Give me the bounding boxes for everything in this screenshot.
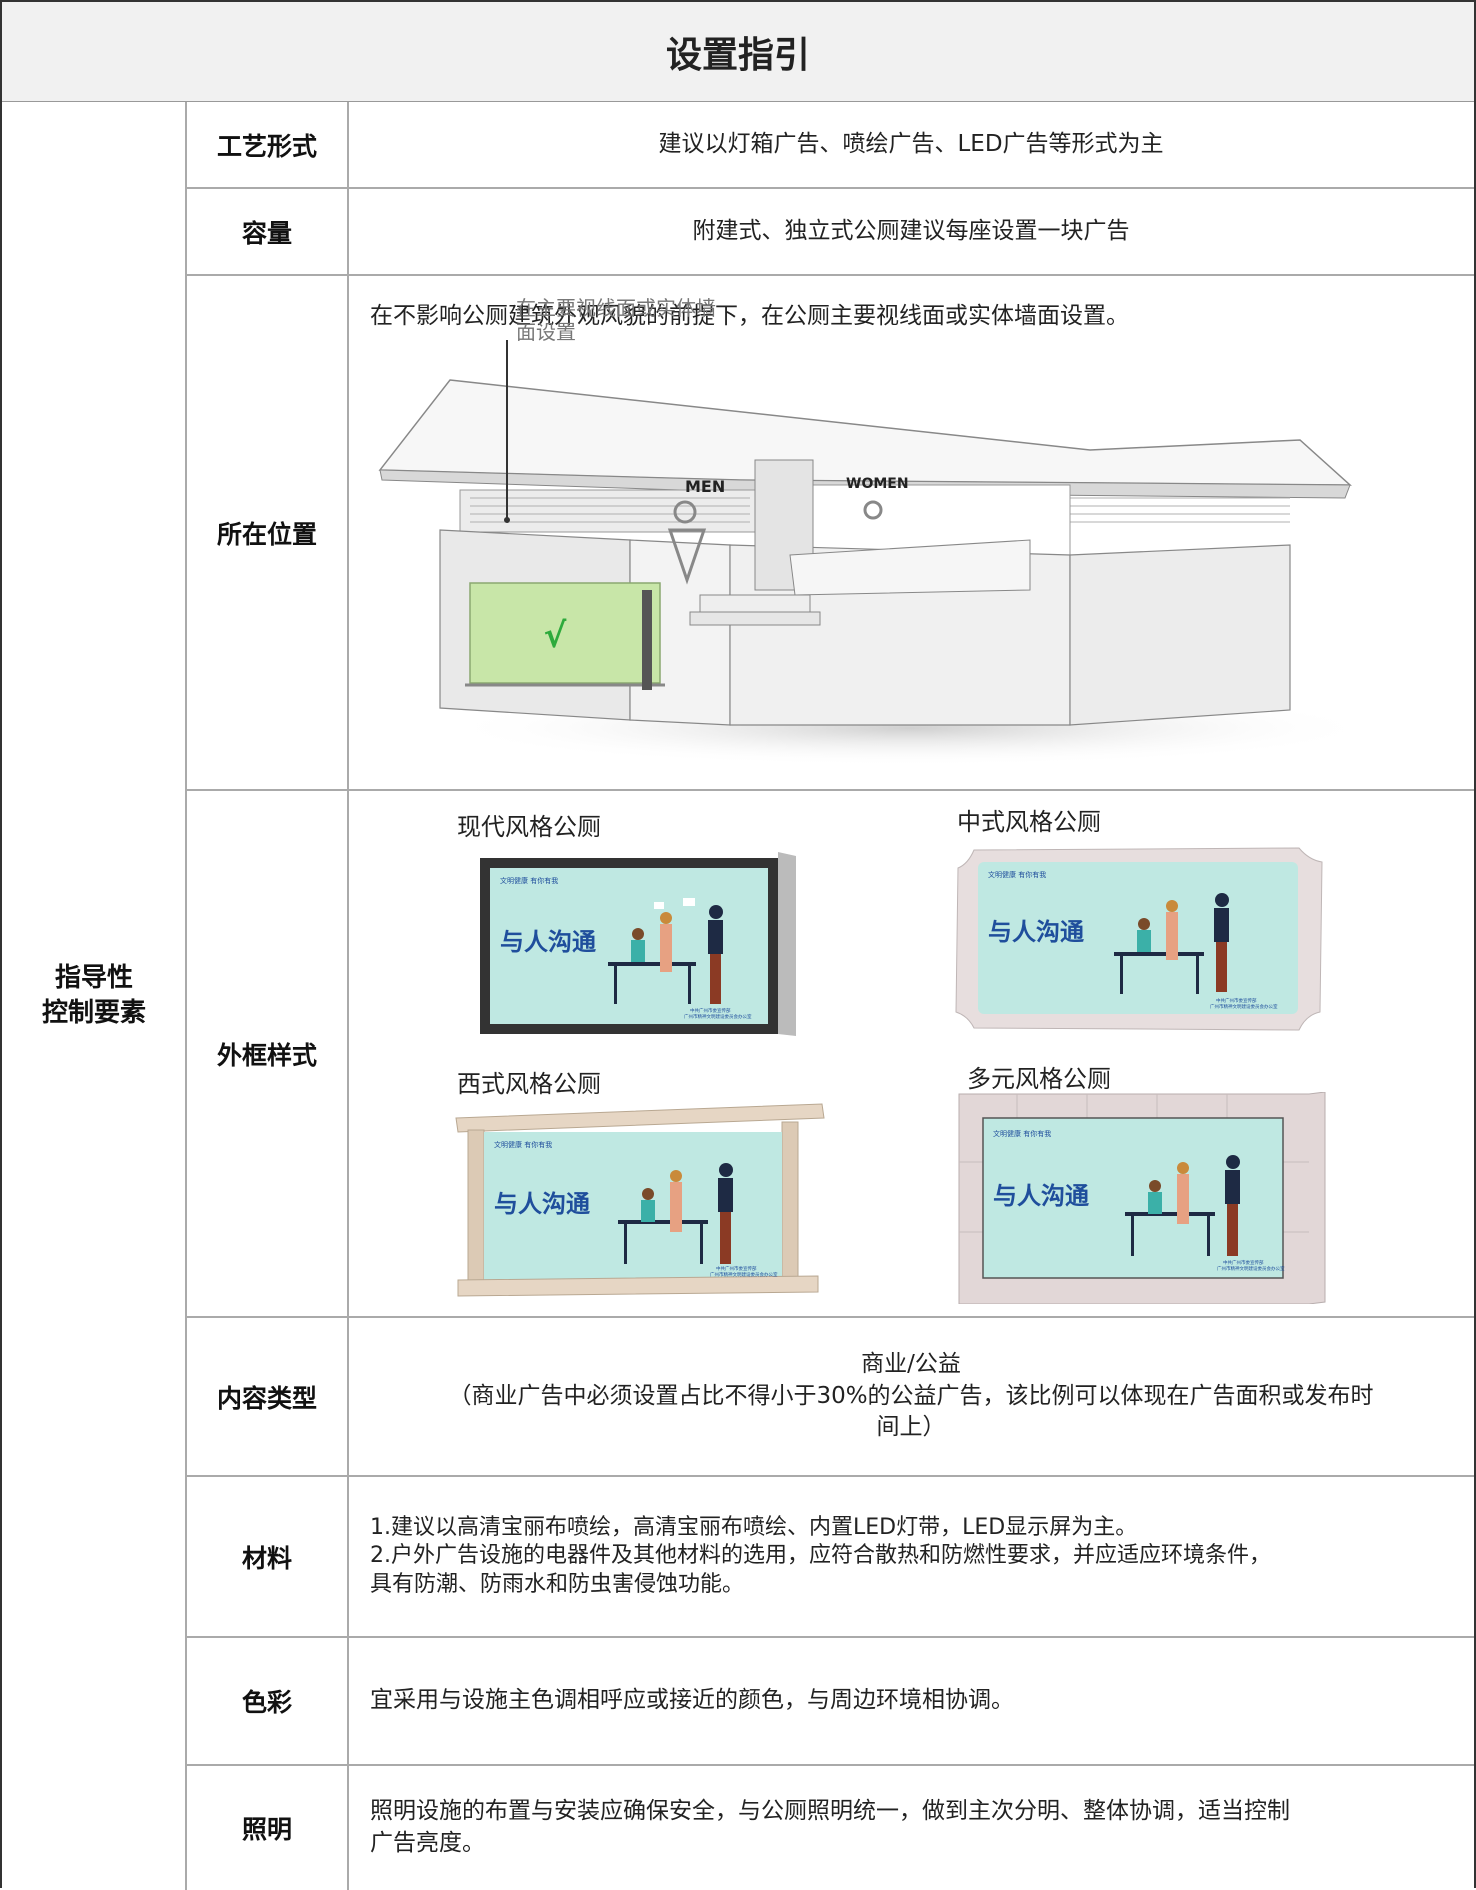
billboard-top-text: 文明健康 有你有我 — [500, 876, 558, 885]
group-label-line1: 指导性 — [54, 962, 133, 993]
row-label-frame: 外框样式 — [216, 1040, 317, 1070]
frame-caption-western: 西式风格公厕 — [457, 1070, 601, 1098]
content-type-line2: （商业广告中必须设置占比不得小于30%的公益广告，该比例可以体现在广告面积或发布… — [448, 1382, 1374, 1409]
row-content-color: 宜采用与设施主色调相呼应或接近的颜色，与周边环境相协调。 — [370, 1687, 1014, 1714]
billboard-footer-line2: 广州市精神文明建设委员会办公室 — [1217, 1265, 1285, 1272]
material-line2: 2.户外广告设施的电器件及其他材料的选用，应符合散热和防燃性要求，并应适应环境条… — [370, 1543, 1271, 1569]
lighting-line1: 照明设施的布置与安装应确保安全，与公厕照明统一，做到主次分明、整体协调，适当控制 — [370, 1797, 1290, 1824]
content-type-line1: 商业/公益 — [861, 1350, 961, 1377]
callout-line2: 面设置 — [516, 320, 576, 344]
divider — [186, 1636, 1474, 1638]
frame-caption-diverse: 多元风格公厕 — [967, 1065, 1111, 1093]
row-content-capacity: 附建式、独立式公厕建议每座设置一块广告 — [692, 217, 1130, 244]
frame-caption-modern: 现代风格公厕 — [457, 813, 601, 841]
checkmark: √ — [544, 616, 567, 656]
callout-text: 在主要视线面或实体墙 面设置 — [516, 296, 716, 344]
group-label-line2: 控制要素 — [41, 998, 146, 1028]
men-sign: MEN — [685, 477, 725, 496]
billboard-footer-line1: 中共广州市委宣传部 — [716, 1265, 757, 1272]
divider — [186, 1316, 1474, 1318]
divider — [185, 102, 187, 1890]
billboard-headline: 与人沟通 — [500, 928, 596, 956]
divider — [186, 187, 1474, 189]
frame-caption-chinese: 中式风格公厕 — [957, 808, 1101, 836]
row-label-location: 所在位置 — [216, 519, 317, 549]
billboard-footer-line1: 中共广州市委宣传部 — [690, 1007, 731, 1014]
row-label-content-type: 内容类型 — [216, 1383, 317, 1413]
divider — [186, 1764, 1474, 1766]
billboard-footer-line1: 中共广州市委宣传部 — [1223, 1259, 1264, 1266]
billboard-footer-line1: 中共广州市委宣传部 — [1216, 997, 1257, 1004]
lighting-line2: 广告亮度。 — [370, 1829, 485, 1856]
row-label-craft: 工艺形式 — [216, 132, 317, 161]
row-label-material: 材料 — [241, 1543, 292, 1573]
billboard-footer-line2: 广州市精神文明建设委员会办公室 — [684, 1013, 752, 1020]
material-line3: 具有防潮、防雨水和防虫害侵蚀功能。 — [370, 1571, 745, 1597]
toilet-illustration: √ MEN WOMEN — [370, 290, 1460, 780]
billboard-top-text: 文明健康 有你有我 — [988, 870, 1046, 879]
group-label: 指导性 控制要素 — [2, 102, 186, 1890]
billboard-diverse: 文明健康 有你有我 与人沟通 中共广州市委宣传部 广州市精神文明建设委员会办公室 — [957, 1091, 1329, 1305]
row-content-lighting: 照明设施的布置与安装应确保安全，与公厕照明统一，做到主次分明、整体协调，适当控制… — [370, 1765, 1460, 1890]
material-line1: 1.建议以高清宝丽布喷绘，高清宝丽布喷绘、内置LED灯带，LED显示屏为主。 — [370, 1514, 1138, 1540]
billboard-chinese: 文明健康 有你有我 与人沟通 中共广州市委宣传部 广州市精神文明建设委员会办公室 — [954, 840, 1324, 1035]
women-sign: WOMEN — [846, 476, 909, 492]
table-title: 设置指引 — [2, 2, 1474, 102]
callout-line1: 在主要视线面或实体墙 — [516, 296, 716, 320]
billboard-modern: 文明健康 有你有我 与人沟通 中共广州市委宣传部 广州市精神文明建设委员会办公室 — [478, 850, 803, 1040]
billboard-headline: 与人沟通 — [494, 1190, 590, 1218]
billboard-headline: 与人沟通 — [988, 918, 1084, 946]
billboard-footer-line2: 广州市精神文明建设委员会办公室 — [1210, 1003, 1278, 1010]
row-label-capacity: 容量 — [241, 218, 292, 248]
billboard-western: 文明健康 有你有我 与人沟通 中共广州市委宣传部 广州市精神文明建设委员会办公室 — [448, 1100, 828, 1308]
divider — [347, 102, 349, 1890]
row-label-color: 色彩 — [241, 1688, 292, 1717]
row-content-craft: 建议以灯箱广告、喷绘广告、LED广告等形式为主 — [658, 131, 1164, 158]
row-content-material: 1.建议以高清宝丽布喷绘，高清宝丽布喷绘、内置LED灯带，LED显示屏为主。 2… — [370, 1476, 1460, 1637]
row-content-location: 在不影响公厕建筑外观风貌的前提下，在公厕主要视线面或实体墙面设置。 — [370, 303, 1129, 329]
billboard-top-text: 文明健康 有你有我 — [494, 1140, 552, 1149]
divider — [186, 1475, 1474, 1477]
divider — [186, 789, 1474, 791]
billboard-top-text: 文明健康 有你有我 — [993, 1129, 1051, 1138]
billboard-footer-line2: 广州市精神文明建设委员会办公室 — [710, 1271, 778, 1278]
row-label-lighting: 照明 — [241, 1814, 292, 1844]
divider — [186, 274, 1474, 276]
billboard-headline: 与人沟通 — [993, 1182, 1089, 1210]
content-type-line3: 间上） — [876, 1414, 946, 1441]
row-content-content-type: 商业/公益 （商业广告中必须设置占比不得小于30%的公益广告，该比例可以体现在广… — [348, 1317, 1474, 1476]
